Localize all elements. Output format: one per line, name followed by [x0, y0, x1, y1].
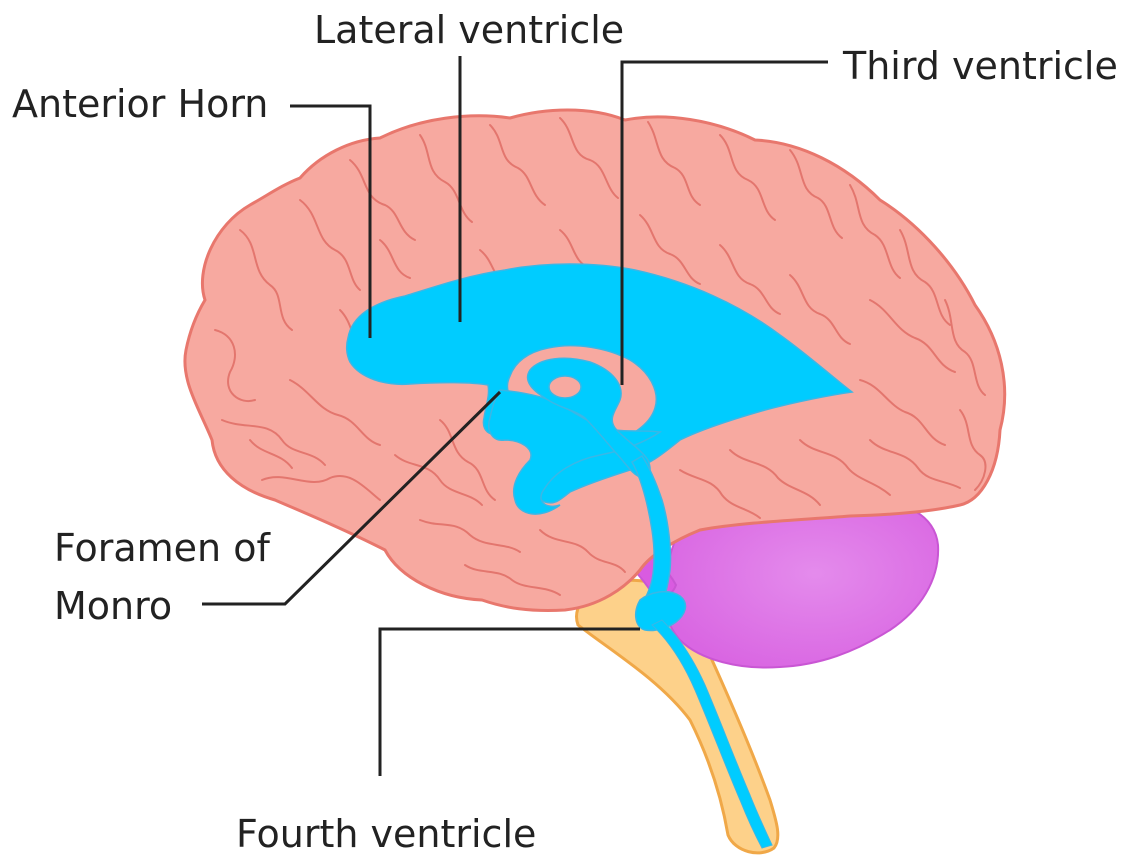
label-foramen-of-monro-line2: Monro [54, 584, 172, 628]
label-lateral-ventricle: Lateral ventricle [314, 8, 624, 52]
label-anterior-horn: Anterior Horn [12, 82, 268, 126]
interthalamic-adhesion [549, 376, 581, 398]
label-foramen-of-monro-line1: Foramen of [54, 526, 270, 570]
label-fourth-ventricle: Fourth ventricle [236, 812, 536, 856]
leader-fourth-ventricle [380, 629, 640, 776]
label-third-ventricle: Third ventricle [843, 44, 1118, 88]
